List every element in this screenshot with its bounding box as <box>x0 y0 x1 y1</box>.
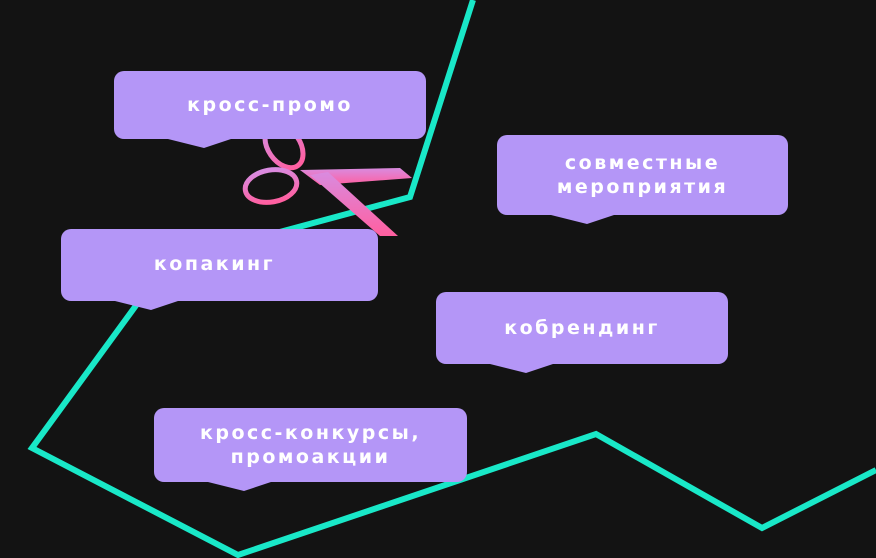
bubble-label: копакинг <box>153 253 276 275</box>
bubble-cross-contests: кросс-конкурсы, промоакции <box>154 408 467 491</box>
bubble-label: кобрендинг <box>504 317 660 339</box>
bubble-cobranding: кобрендинг <box>436 292 728 373</box>
bubble-joint-events: совместные мероприятия <box>497 135 788 224</box>
scissors-icon <box>242 121 412 236</box>
bubble-copacking: копакинг <box>61 229 378 310</box>
bubble-label: кросс-промо <box>187 94 353 116</box>
bubble-label: совместные мероприятия <box>556 152 729 198</box>
bubble-label: кросс-конкурсы, промоакции <box>199 422 422 468</box>
bubble-cross-promo: кросс-промо <box>114 71 426 148</box>
